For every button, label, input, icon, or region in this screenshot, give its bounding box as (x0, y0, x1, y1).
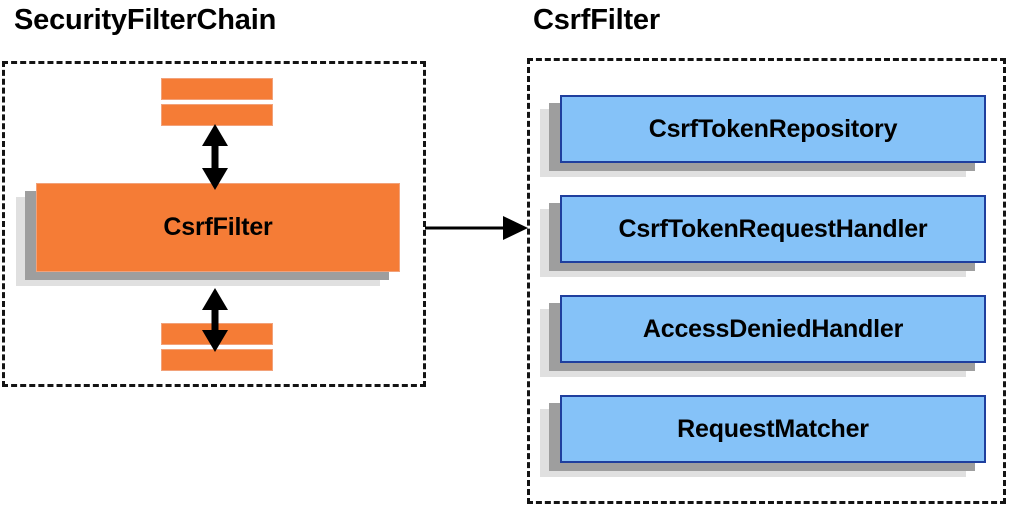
collaborator-label: CsrfTokenRepository (648, 114, 898, 143)
collaborator-label: CsrfTokenRequestHandler (618, 214, 928, 243)
box-face (560, 95, 986, 163)
box-face (560, 295, 986, 363)
box-face (560, 195, 986, 263)
collaborator-label: AccessDeniedHandler (642, 314, 904, 343)
collaborator-label: RequestMatcher (677, 414, 869, 443)
security-filter-chain-group (2, 61, 426, 387)
box-face (36, 183, 400, 272)
panel-title-csrf-filter: CsrfFilter (533, 4, 660, 36)
collaborator-box-request-matcher[interactable]: RequestMatcher (540, 395, 986, 477)
filter-bar-above-1 (161, 78, 273, 100)
csrf-filter-group (527, 58, 1006, 504)
csrf-filter-box-label: CsrfFilter (163, 213, 273, 241)
collaborator-box-csrf-token-repository[interactable]: CsrfTokenRepository (540, 95, 986, 177)
filter-bar-above-2 (161, 104, 273, 126)
filter-bar-below-1 (161, 323, 273, 345)
csrf-filter-box[interactable]: CsrfFilter (16, 183, 400, 286)
box-face (560, 395, 986, 463)
expansion-arrow-icon (425, 216, 528, 240)
panel-title-security-filter-chain: SecurityFilterChain (14, 4, 277, 36)
collaborator-box-access-denied-handler[interactable]: AccessDeniedHandler (540, 295, 986, 377)
collaborator-box-csrf-token-request-handler[interactable]: CsrfTokenRequestHandler (540, 195, 986, 277)
filter-bar-below-2 (161, 349, 273, 371)
